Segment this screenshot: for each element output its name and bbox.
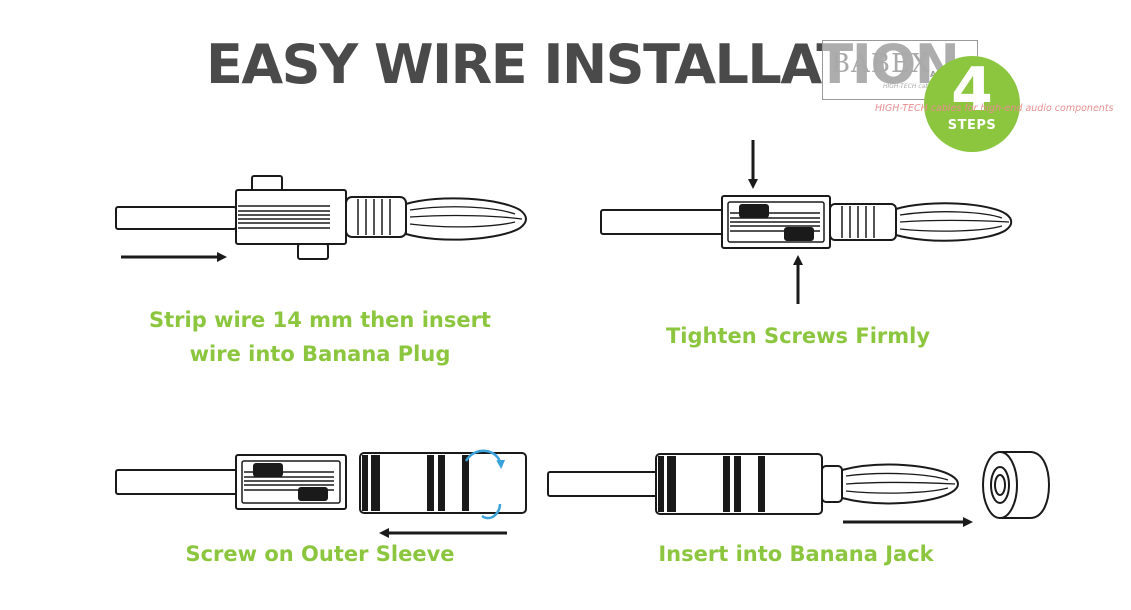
wire-insulation [115,206,237,230]
steps-count: 4 [951,55,993,125]
rotate-arrow [464,449,506,520]
step1-caption: Strip wire 14 mm then insert wire into B… [120,303,520,371]
brand-tagline: HIGH-TECH cables for high-end audio comp… [875,103,1114,114]
brand-logo-text: BABEX [831,49,931,79]
step1-caption-line2: wire into Banana Plug [189,342,451,366]
brand-subline: HIGH-TECH cables [883,83,938,90]
step2-banana-plug [600,195,1013,249]
step4-caption: Insert into Banana Jack [658,542,934,566]
step4-banana-plug [547,453,959,515]
banana-jack [982,451,1051,519]
step1-banana-plug [115,175,527,260]
step3-banana-plug [115,452,527,514]
steps-badge: 4 STEPS [924,56,1020,152]
step3-caption: Screw on Outer Sleeve [185,542,455,566]
set-screw-top [739,204,769,218]
plug-body [235,189,347,245]
step2-caption: Tighten Screws Firmly [665,324,931,348]
steps-label: STEPS [947,118,997,133]
step1-caption-line1: Strip wire 14 mm then insert [149,308,491,332]
set-screw-bottom [784,227,814,241]
